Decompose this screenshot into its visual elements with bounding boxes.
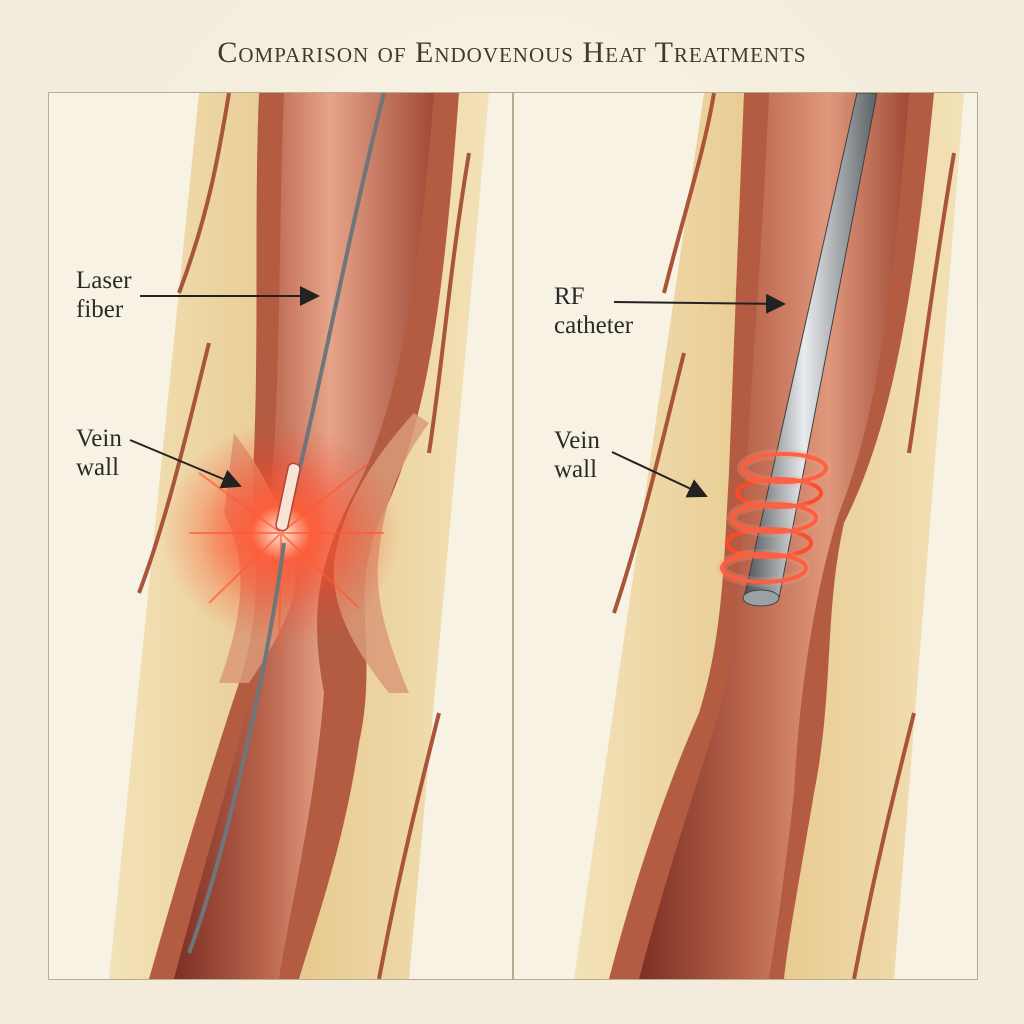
label-line: wall [76,454,120,481]
rf-catheter-label: RF catheter [554,282,633,340]
label-line: catheter [554,312,634,339]
label-line: Laser [76,267,132,294]
page-title: Comparison of Endovenous Heat Treatments [217,36,807,69]
rf-vein-illustration [574,93,964,979]
rf-panel [513,92,978,980]
label-line: Vein [76,425,122,452]
label-line: Vein [554,427,600,454]
laser-fiber [287,93,386,514]
left-vein-wall-label: Vein wall [76,424,122,482]
right-vein-wall-label: Vein wall [554,426,600,484]
label-line: fiber [76,296,124,323]
laser-fiber-label: Laser fiber [76,266,132,324]
rf-heating-coils [720,452,828,584]
laser-panel [48,92,513,980]
label-line: wall [554,456,598,483]
label-line: RF [554,283,585,310]
laser-vein-illustration [109,93,489,979]
